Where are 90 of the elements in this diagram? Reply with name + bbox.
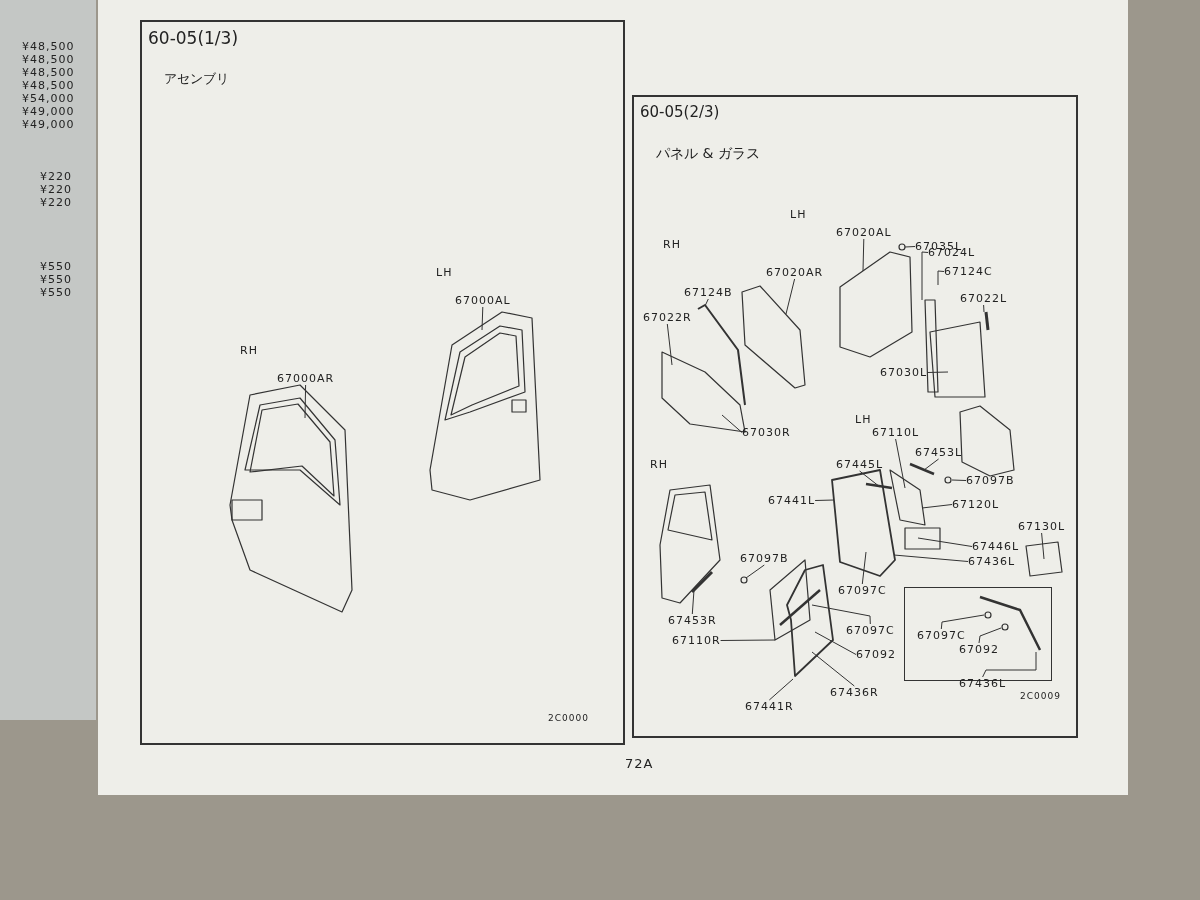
leader-line [904,246,916,248]
leader-line [895,438,906,489]
price-text: ¥220 [40,196,72,209]
part-number: 67097B [966,474,1015,487]
part-number: 67022L [960,292,1008,305]
price-text: ¥48,500 [22,40,75,53]
leader-line [768,678,794,701]
leader-line [923,458,940,471]
part-number: 67022R [643,311,692,324]
part-number: 67441R [745,700,794,713]
figure-code: 2C0009 [1020,690,1061,703]
part-number: 67092 [959,643,999,656]
leader-line [745,564,765,579]
leader-line [814,499,835,501]
part-number: 67130L [1018,520,1066,533]
leader-line [940,614,985,630]
diagram-panel [140,20,625,745]
leader-line [921,504,953,509]
part-number: 67120L [952,498,1000,511]
leader-line [721,414,743,433]
price-text: ¥220 [40,183,72,196]
side-label: RH [650,458,668,471]
part-number: 67030R [742,426,791,439]
leader-line [704,298,709,307]
leader-line [304,384,307,419]
leader-line [785,278,796,315]
leader-line [811,604,871,625]
price-text: ¥48,500 [22,66,75,79]
leader-line [937,270,945,286]
side-label: LH [855,413,872,426]
diagram-panel [632,95,1078,738]
section-number: 60-05(1/3) [148,28,239,48]
part-number: 67110R [672,634,721,647]
part-number: 67097C [846,624,895,637]
figure-code: 2C0000 [548,712,589,725]
part-number: 67097C [917,629,966,642]
price-text: ¥49,000 [22,105,75,118]
leader-line [983,304,985,313]
part-number: 67445L [836,458,884,471]
leader-line [811,651,855,687]
side-label: RH [663,238,681,251]
price-text: ¥550 [40,273,72,286]
part-number: 67110L [872,426,920,439]
part-number: 67000AL [455,294,511,307]
leader-line [720,639,776,641]
section-title: アセンブリ [164,70,229,88]
part-number: 67124C [944,265,993,278]
section-title: パネル & ガラス [656,145,760,163]
leader-line [691,589,695,615]
part-number: 67020AL [836,226,892,239]
leader-line [982,651,1037,678]
section-number: 60-05(2/3) [640,103,720,121]
price-text: ¥54,000 [22,92,75,105]
leader-line [893,554,969,562]
price-text: ¥48,500 [22,53,75,66]
leader-line [951,479,967,481]
part-number: 67020AR [766,266,824,279]
price-text: ¥49,000 [22,118,75,131]
leader-line [921,251,929,301]
part-number: 67097B [740,552,789,565]
side-label: LH [436,266,453,279]
leader-line [1041,532,1045,560]
leader-line [978,627,1002,644]
side-label: LH [790,208,807,221]
part-number: 67436L [968,555,1016,568]
leader-line [926,371,949,373]
leader-line [917,537,973,547]
page-number: 72A [625,757,654,770]
price-text: ¥550 [40,260,72,273]
price-text: ¥220 [40,170,72,183]
part-number: 67436R [830,686,879,699]
leader-line [481,306,484,331]
leader-line [862,238,865,272]
price-text: ¥550 [40,286,72,299]
part-number: 67097C [838,584,887,597]
part-number: 67030L [880,366,928,379]
part-number: 67453L [915,446,963,459]
price-text: ¥48,500 [22,79,75,92]
part-number: 67446L [972,540,1020,553]
part-number: 67092 [856,648,896,661]
leader-line [859,470,881,488]
leader-line [666,323,673,366]
part-number: 67436L [959,677,1007,690]
part-number: 67453R [668,614,717,627]
leader-line [861,551,867,585]
part-number: 67000AR [277,372,335,385]
side-label: RH [240,344,258,357]
leader-line [814,631,857,655]
part-number: 67124B [684,286,733,299]
part-number: 67441L [768,494,816,507]
